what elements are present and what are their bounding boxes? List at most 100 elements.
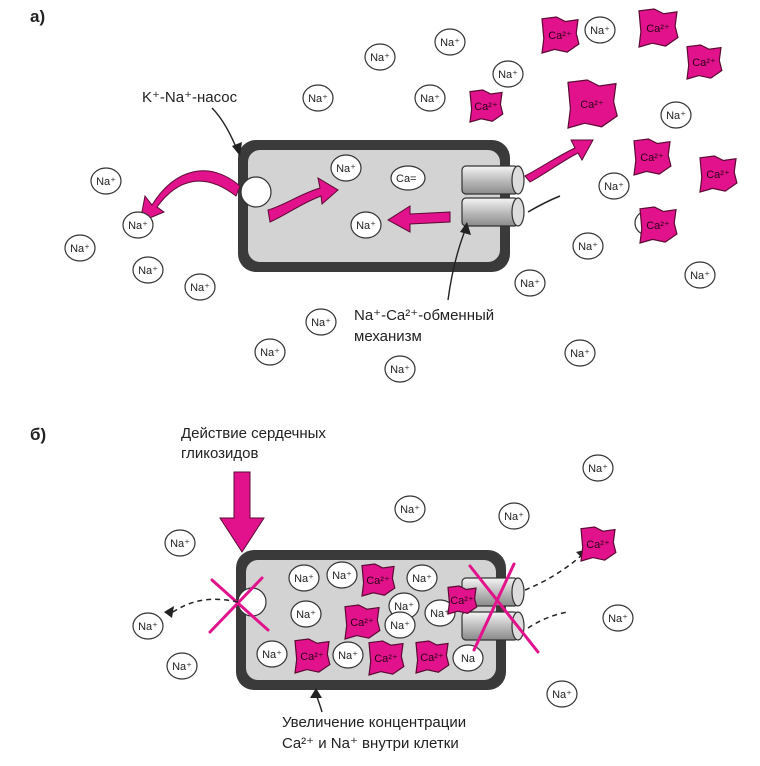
na-ion-b-inside-4: Na⁺ [290,600,322,628]
na-ion-a-2: Na⁺ [434,28,466,56]
na-ion-b-7: Na⁺ [166,652,198,680]
svg-text:Ca²⁺: Ca²⁺ [450,595,474,607]
svg-text:Na⁺: Na⁺ [578,241,598,253]
svg-text:Na⁺: Na⁺ [138,621,158,633]
exchanger-ca-out-arrow [524,139,594,183]
svg-text:Ca²⁺: Ca²⁺ [706,169,730,181]
na-ions-panel-b: Na⁺ Na⁺ Na⁺ Na⁺ Na⁺ Na⁺ Na⁺ Na⁺ [132,454,634,708]
na-ion-b-1: Na⁺ [582,454,614,482]
ca-ion-b-inside-1: Ca²⁺ [361,563,396,597]
ca-ion-a-1: Ca²⁺ [541,16,580,54]
glycoside-label-line2: гликозидов [181,445,259,462]
svg-text:Ca²⁺: Ca²⁺ [300,651,324,663]
svg-text:Na⁺: Na⁺ [440,37,460,49]
na-ion-a-8: Na⁺ [90,167,122,195]
na-ion-a-15: Na⁺ [598,172,630,200]
svg-text:Ca²⁺: Ca²⁺ [420,652,444,664]
ca-ion-b-inside-4: Ca²⁺ [368,640,405,676]
ca-ion-b-inside-5: Ca²⁺ [415,640,450,674]
svg-text:Na⁺: Na⁺ [138,265,158,277]
svg-text:Ca²⁺: Ca²⁺ [646,23,670,35]
svg-text:Na⁺: Na⁺ [332,570,352,582]
na-ion-a-20: Na⁺ [305,308,337,336]
svg-text:Na⁺: Na⁺ [260,347,280,359]
pump-block-cross-2 [208,576,264,634]
svg-text:Na⁺: Na⁺ [608,613,628,625]
na-ion-a-16: Na⁺ [684,261,716,289]
svg-text:Ca²⁺: Ca²⁺ [586,539,610,551]
svg-text:Ca²⁺: Ca²⁺ [350,617,374,629]
na-ion-b-inside-2: Na⁺ [326,561,358,589]
svg-text:Na⁺: Na⁺ [604,181,624,193]
ca-ion-a-7: Ca²⁺ [699,155,738,193]
na-ion-a-12: Na⁺ [132,256,164,284]
na-ion-a-13: Na⁺ [184,273,216,301]
na-ion-a-7: Na⁺ [660,101,692,129]
na-ion-b-inside-7: Na⁺ [256,640,288,668]
na-ion-a-21: Na⁺ [254,338,286,366]
cell-b-ion-crowd: Na⁺Na⁺Na⁺Na⁺Na⁺Na⁺Na⁺Na⁺NaNa⁺Ca²⁺Ca²⁺Ca²… [256,561,484,676]
svg-text:Na⁺: Na⁺ [552,689,572,701]
svg-text:Na⁺: Na⁺ [128,220,148,232]
ca-ion-a-5: Ca²⁺ [567,79,618,129]
svg-text:Na⁺: Na⁺ [70,243,90,255]
na-ion-a-18: Na⁺ [572,232,604,260]
na-ion-b-5: Na⁺ [132,612,164,640]
ca-ion-a-6: Ca²⁺ [633,138,672,176]
svg-text:Na⁺: Na⁺ [338,650,358,662]
panel-b-letter: б) [30,425,46,444]
na-ion-a-6: Na⁺ [584,16,616,44]
svg-text:Na⁺: Na⁺ [420,93,440,105]
svg-text:Ca²⁺: Ca²⁺ [366,575,390,587]
svg-text:Na⁺: Na⁺ [666,110,686,122]
ca-ion-b-inside-3: Ca²⁺ [294,638,331,674]
exchanger-ca-dashed-arrow [524,554,583,591]
na-ion-b-8: Na⁺ [546,680,578,708]
pump-dashed-arrowhead-b [164,606,174,618]
svg-text:Na⁺: Na⁺ [336,163,356,175]
svg-text:Na⁺: Na⁺ [412,573,432,585]
ca-ion-a-8: Ca²⁺ [639,206,678,244]
na-ion-a-1: Na⁺ [364,43,396,71]
ca-inside-cell-a [390,165,426,191]
svg-text:Na⁺: Na⁺ [294,573,314,585]
na-ion-b-3: Na⁺ [498,502,530,530]
svg-text:Na⁺: Na⁺ [311,317,331,329]
svg-text:Na⁺: Na⁺ [400,504,420,516]
na-ion-a-5: Na⁺ [414,84,446,112]
na-ion-b-4: Na⁺ [164,529,196,557]
exchanger-pointer-head [460,222,471,235]
na-ion-a-10: Na⁺ [330,154,362,182]
ca-ion-b-inside-6: Ca²⁺ [447,585,478,615]
na-ion-b-inside-5: Na⁺ [388,592,420,620]
svg-text:Na⁺: Na⁺ [308,93,328,105]
increase-pointer-head [310,688,322,698]
cell-a-cytoplasm [248,150,500,262]
svg-text:Na⁺: Na⁺ [394,601,414,613]
svg-text:Na⁺: Na⁺ [520,278,540,290]
ca-ion-a-4: Ca²⁺ [469,89,504,123]
glycoside-label-line1: Действие сердечных [181,425,326,442]
panel-a-letter: а) [30,7,45,26]
svg-text:Na⁺: Na⁺ [370,52,390,64]
ca-ions-panel-a: Ca²⁺ Ca²⁺ Ca²⁺ Ca²⁺ Ca²⁺ Ca²⁺ Ca²⁺ Ca²⁺ [469,8,738,244]
ca-ion-b-inside-2: Ca²⁺ [344,604,381,640]
svg-text:Ca²⁺: Ca²⁺ [640,152,664,164]
na-ion-b-inside-8: Na⁺ [332,641,364,669]
pump-out-arrow [139,170,241,223]
pump-circle-a [240,176,272,208]
svg-text:Na⁺: Na⁺ [390,364,410,376]
na-ion-a-3: Na⁺ [492,60,524,88]
svg-text:Na⁺: Na⁺ [504,511,524,523]
svg-text:Na⁺: Na⁺ [170,538,190,550]
svg-text:Ca²⁺: Ca²⁺ [474,101,498,113]
na-ion-b-inside-6: Na⁺ [424,599,456,627]
na-ion-a-9: Na⁺ [122,211,154,239]
ca-ion-b-outside: Ca²⁺ [580,526,617,562]
svg-text:Na: Na [461,653,476,665]
svg-text:Na⁺: Na⁺ [172,661,192,673]
svg-text:Na⁺: Na⁺ [262,649,282,661]
ca-ion-a-3: Ca²⁺ [686,44,723,80]
exchanger-na-dashed-line [527,611,569,629]
